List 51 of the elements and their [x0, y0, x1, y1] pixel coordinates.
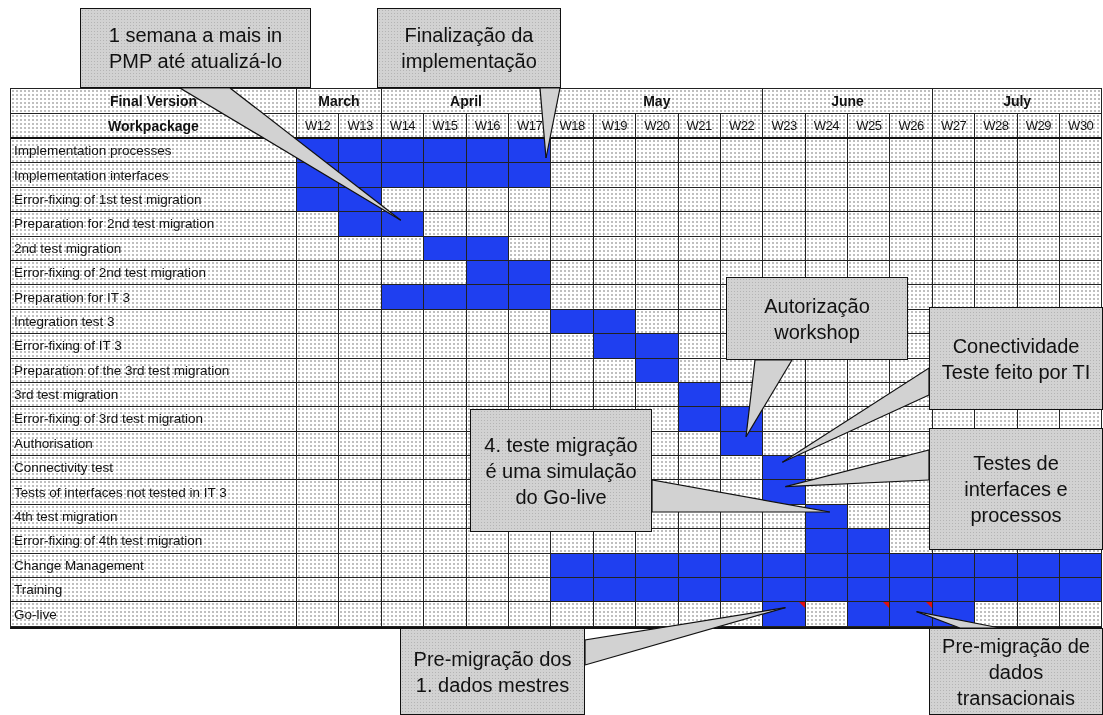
- week-header: W14: [381, 114, 425, 139]
- callout-box: Pre-migração dos 1. dados mestres: [400, 628, 585, 715]
- task-label: Training: [11, 578, 297, 603]
- task-label: Error-fixing of 2nd test migration: [11, 260, 297, 286]
- task-label: Error-fixing of IT 3: [11, 334, 297, 359]
- week-header: W21: [678, 114, 721, 139]
- task-label: Preparation for 2nd test migration: [11, 212, 297, 237]
- task-label: Integration test 3: [11, 309, 297, 335]
- task-label: 3rd test migration: [11, 382, 297, 408]
- callout-box: Finalização da implementação: [377, 8, 561, 88]
- week-header: W26: [890, 114, 933, 139]
- task-label: Connectivity test: [11, 456, 297, 481]
- callout-box: 4. teste migração é uma simulação do Go-live: [470, 409, 652, 532]
- gantt-bar-cell: [381, 212, 425, 237]
- task-label: Implementation interfaces: [11, 163, 297, 188]
- month-header: June: [763, 89, 933, 114]
- task-label: Error-fixing of 4th test migration: [11, 529, 297, 554]
- gantt-bar-cell: [763, 602, 806, 627]
- task-label: Change Management: [11, 553, 297, 579]
- task-label: Preparation for IT 3: [11, 285, 297, 310]
- task-label: Implementation processes: [11, 139, 297, 164]
- week-header: W23: [763, 114, 806, 139]
- week-header: W16: [466, 114, 509, 139]
- task-label: Go-live: [11, 602, 297, 627]
- week-header: W22: [720, 114, 764, 139]
- task-label: Authorisation: [11, 431, 297, 457]
- task-label: Error-fixing of 1st test migration: [11, 187, 297, 213]
- week-header: W25: [848, 114, 891, 139]
- week-header: W19: [593, 114, 637, 139]
- task-label: Preparation of the 3rd test migration: [11, 358, 297, 383]
- week-header: W30: [1060, 114, 1103, 139]
- month-header: March: [297, 89, 382, 114]
- week-header: W28: [975, 114, 1018, 139]
- callout-box: 1 semana a mais in PMP até atualizá-lo: [80, 8, 311, 88]
- callout-box: Testes de interfaces e processos: [929, 428, 1103, 550]
- callout-box: Conectividade Teste feito por TI: [929, 307, 1103, 410]
- task-label: 2nd test migration: [11, 236, 297, 261]
- gantt-bar-cell: [890, 602, 933, 627]
- month-header: July: [932, 89, 1103, 114]
- gantt-bar-cell: [763, 456, 806, 481]
- week-header: W24: [805, 114, 849, 139]
- task-label: 4th test migration: [11, 504, 297, 530]
- week-header: W18: [551, 114, 594, 139]
- week-header: W29: [1017, 114, 1061, 139]
- task-label: Error-fixing of 3rd test migration: [11, 407, 297, 432]
- week-header: W27: [932, 114, 976, 139]
- week-header: W20: [636, 114, 679, 139]
- task-label: Tests of interfaces not tested in IT 3: [11, 480, 297, 505]
- week-header: W12: [297, 114, 340, 139]
- week-header: W13: [339, 114, 382, 139]
- week-header: W15: [424, 114, 467, 139]
